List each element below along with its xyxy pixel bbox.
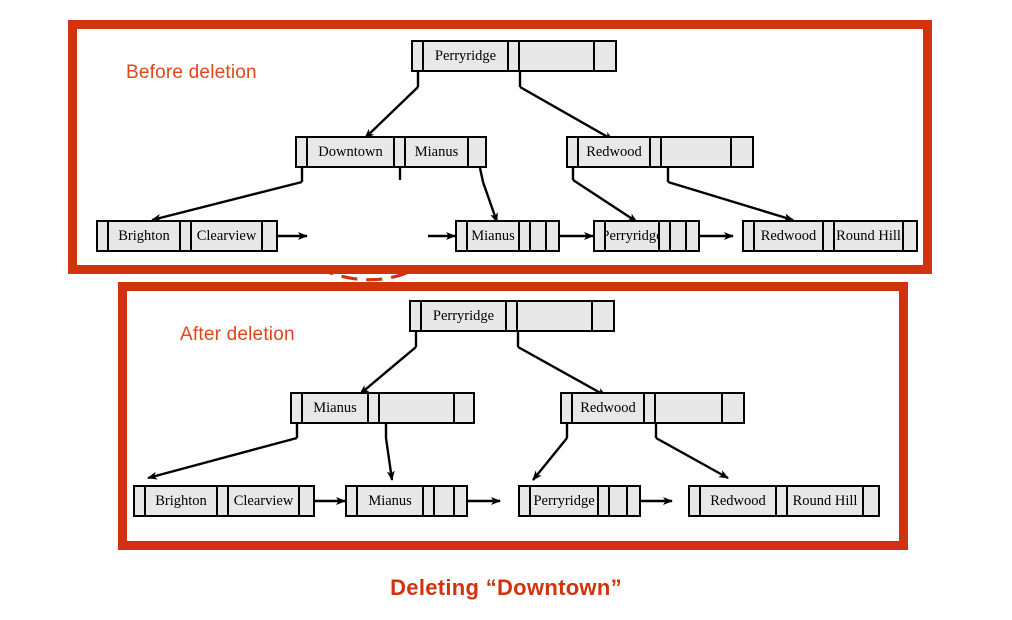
key-cell: Mianus — [303, 394, 369, 422]
before-tree-edges — [151, 72, 794, 240]
key-cell: Round Hill — [788, 487, 864, 515]
before-leaf-node-4[interactable]: Redwood Round Hill — [742, 220, 918, 252]
after-root-node[interactable]: Perryridge — [409, 300, 615, 332]
pointer-cell — [98, 222, 109, 250]
pointer-cell — [687, 222, 698, 250]
pointer-cell — [520, 222, 531, 250]
key-cell: Perryridge — [424, 42, 509, 70]
before-leaf-node-3[interactable]: Perryridge — [593, 220, 700, 252]
key-cell: Mianus — [358, 487, 425, 515]
pointer-cell — [411, 302, 422, 330]
before-leaf-node-1[interactable]: Brighton Clearview — [96, 220, 278, 252]
key-cell: Perryridge — [606, 222, 660, 250]
pointer-cell — [300, 487, 311, 515]
after-leaf-node-2[interactable]: Mianus — [345, 485, 468, 517]
key-cell-empty — [671, 222, 687, 250]
before-internal-node-right[interactable]: Redwood — [566, 136, 754, 168]
pointer-cell — [547, 222, 558, 250]
pointer-cell — [297, 138, 308, 166]
pointer-cell — [181, 222, 192, 250]
panel-before-deletion — [68, 20, 932, 274]
pointer-cell — [218, 487, 229, 515]
after-internal-node-right[interactable]: Redwood — [560, 392, 745, 424]
key-cell-empty — [518, 302, 593, 330]
key-cell-empty — [610, 487, 628, 515]
pointer-cell — [562, 394, 573, 422]
pointer-cell — [690, 487, 701, 515]
pointer-cell — [413, 42, 424, 70]
panel-after-deletion — [118, 282, 908, 550]
key-cell-empty — [662, 138, 732, 166]
key-cell: Redwood — [573, 394, 645, 422]
pointer-cell — [645, 394, 656, 422]
pointer-cell — [292, 394, 303, 422]
key-cell: Redwood — [755, 222, 824, 250]
key-cell-empty — [531, 222, 547, 250]
label-before-deletion: Before deletion — [126, 62, 257, 83]
pointer-cell — [593, 302, 604, 330]
key-cell: Round Hill — [835, 222, 904, 250]
pointer-cell — [651, 138, 662, 166]
after-leaf-node-1[interactable]: Brighton Clearview — [133, 485, 315, 517]
key-cell: Brighton — [109, 222, 181, 250]
key-cell: Mianus — [406, 138, 469, 166]
key-cell: Clearview — [192, 222, 263, 250]
pointer-cell — [507, 302, 518, 330]
pointer-cell — [904, 222, 915, 250]
pointer-cell — [599, 487, 611, 515]
pointer-cell — [455, 487, 466, 515]
pointer-cell — [595, 222, 606, 250]
after-internal-node-left[interactable]: Mianus — [290, 392, 475, 424]
pointer-cell — [628, 487, 639, 515]
pointer-cell — [135, 487, 146, 515]
pointer-cell — [864, 487, 875, 515]
key-cell: Perryridge — [531, 487, 600, 515]
pointer-cell — [777, 487, 788, 515]
pointer-cell — [595, 42, 606, 70]
pointer-cell — [263, 222, 274, 250]
key-cell: Perryridge — [422, 302, 507, 330]
key-cell-empty — [656, 394, 723, 422]
diagram-caption: Deleting “Downtown” — [390, 575, 622, 600]
pointer-cell — [509, 42, 520, 70]
pointer-cell — [347, 487, 358, 515]
pointer-cell — [660, 222, 671, 250]
pointer-cell — [469, 138, 480, 166]
key-cell: Mianus — [468, 222, 520, 250]
key-cell: Redwood — [701, 487, 777, 515]
pointer-cell — [568, 138, 579, 166]
key-cell-empty — [380, 394, 455, 422]
before-internal-node-left[interactable]: Downtown Mianus — [295, 136, 487, 168]
pointer-cell — [395, 138, 406, 166]
key-cell: Downtown — [308, 138, 395, 166]
pointer-cell — [369, 394, 380, 422]
key-cell: Clearview — [229, 487, 300, 515]
pointer-cell — [732, 138, 743, 166]
pointer-cell — [455, 394, 466, 422]
after-tree-edges — [147, 332, 729, 505]
pointer-cell — [744, 222, 755, 250]
before-leaf-node-2[interactable]: Mianus — [455, 220, 560, 252]
after-leaf-node-4[interactable]: Redwood Round Hill — [688, 485, 880, 517]
key-cell: Redwood — [579, 138, 651, 166]
pointer-cell — [824, 222, 835, 250]
pointer-cell — [457, 222, 468, 250]
before-root-node[interactable]: Perryridge — [411, 40, 617, 72]
after-leaf-node-3[interactable]: Perryridge — [518, 485, 641, 517]
pointer-cell — [520, 487, 531, 515]
label-after-deletion: After deletion — [180, 324, 295, 345]
pointer-cell — [723, 394, 734, 422]
key-cell-empty — [435, 487, 455, 515]
key-cell: Brighton — [146, 487, 218, 515]
key-cell-empty — [520, 42, 595, 70]
pointer-cell — [424, 487, 436, 515]
